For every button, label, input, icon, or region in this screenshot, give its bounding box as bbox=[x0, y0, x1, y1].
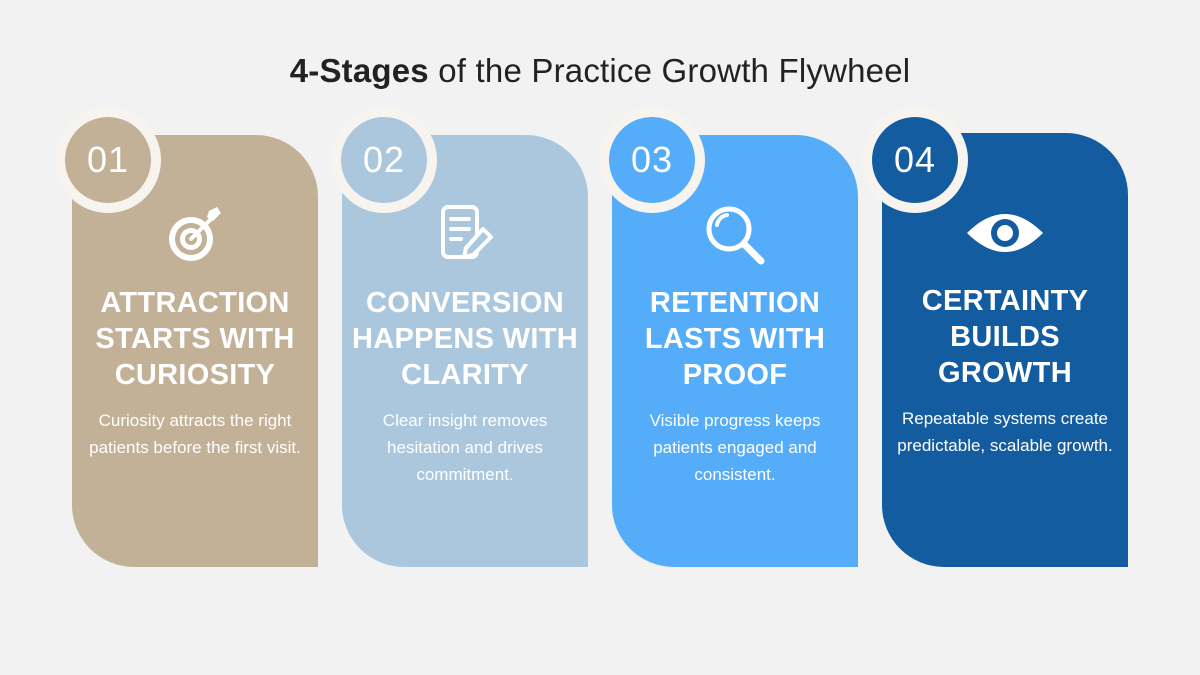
page-title-rest: of the Practice Growth Flywheel bbox=[428, 52, 911, 89]
page-title: 4-Stages of the Practice Growth Flywheel bbox=[0, 52, 1200, 90]
stage-card-1: ATTRACTION STARTS WITH CURIOSITY Curiosi… bbox=[72, 135, 318, 567]
stage-number-badge-3: 03 bbox=[599, 107, 705, 213]
stage-description-2: Clear insight removes hesitation and dri… bbox=[382, 411, 548, 484]
stage-description-1: Curiosity attracts the right patients be… bbox=[89, 411, 301, 457]
document-edit-icon bbox=[441, 205, 493, 259]
stage-heading-1: ATTRACTION STARTS WITH CURIOSITY bbox=[95, 287, 295, 391]
page-title-bold: 4-Stages bbox=[289, 52, 429, 89]
stage-number-badge-1: 01 bbox=[55, 107, 161, 213]
stage-heading-2: CONVERSION HAPPENS WITH CLARITY bbox=[352, 287, 578, 391]
stage-number-badge-4: 04 bbox=[862, 107, 968, 213]
stage-number-4: 04 bbox=[872, 117, 958, 203]
stage-number-badge-2: 02 bbox=[331, 107, 437, 213]
target-icon bbox=[169, 207, 221, 261]
stage-description-4: Repeatable systems create predictable, s… bbox=[897, 409, 1113, 455]
stage-heading-4: CERTAINTY BUILDS GROWTH bbox=[921, 285, 1089, 389]
stage-number-1: 01 bbox=[65, 117, 151, 203]
stage-heading-3: RETENTION LASTS WITH PROOF bbox=[644, 287, 826, 391]
stage-description-3: Visible progress keeps patients engaged … bbox=[649, 411, 821, 484]
stage-number-2: 02 bbox=[341, 117, 427, 203]
stage-number-3: 03 bbox=[609, 117, 695, 203]
magnifier-icon bbox=[706, 206, 765, 265]
eye-icon bbox=[967, 214, 1043, 252]
